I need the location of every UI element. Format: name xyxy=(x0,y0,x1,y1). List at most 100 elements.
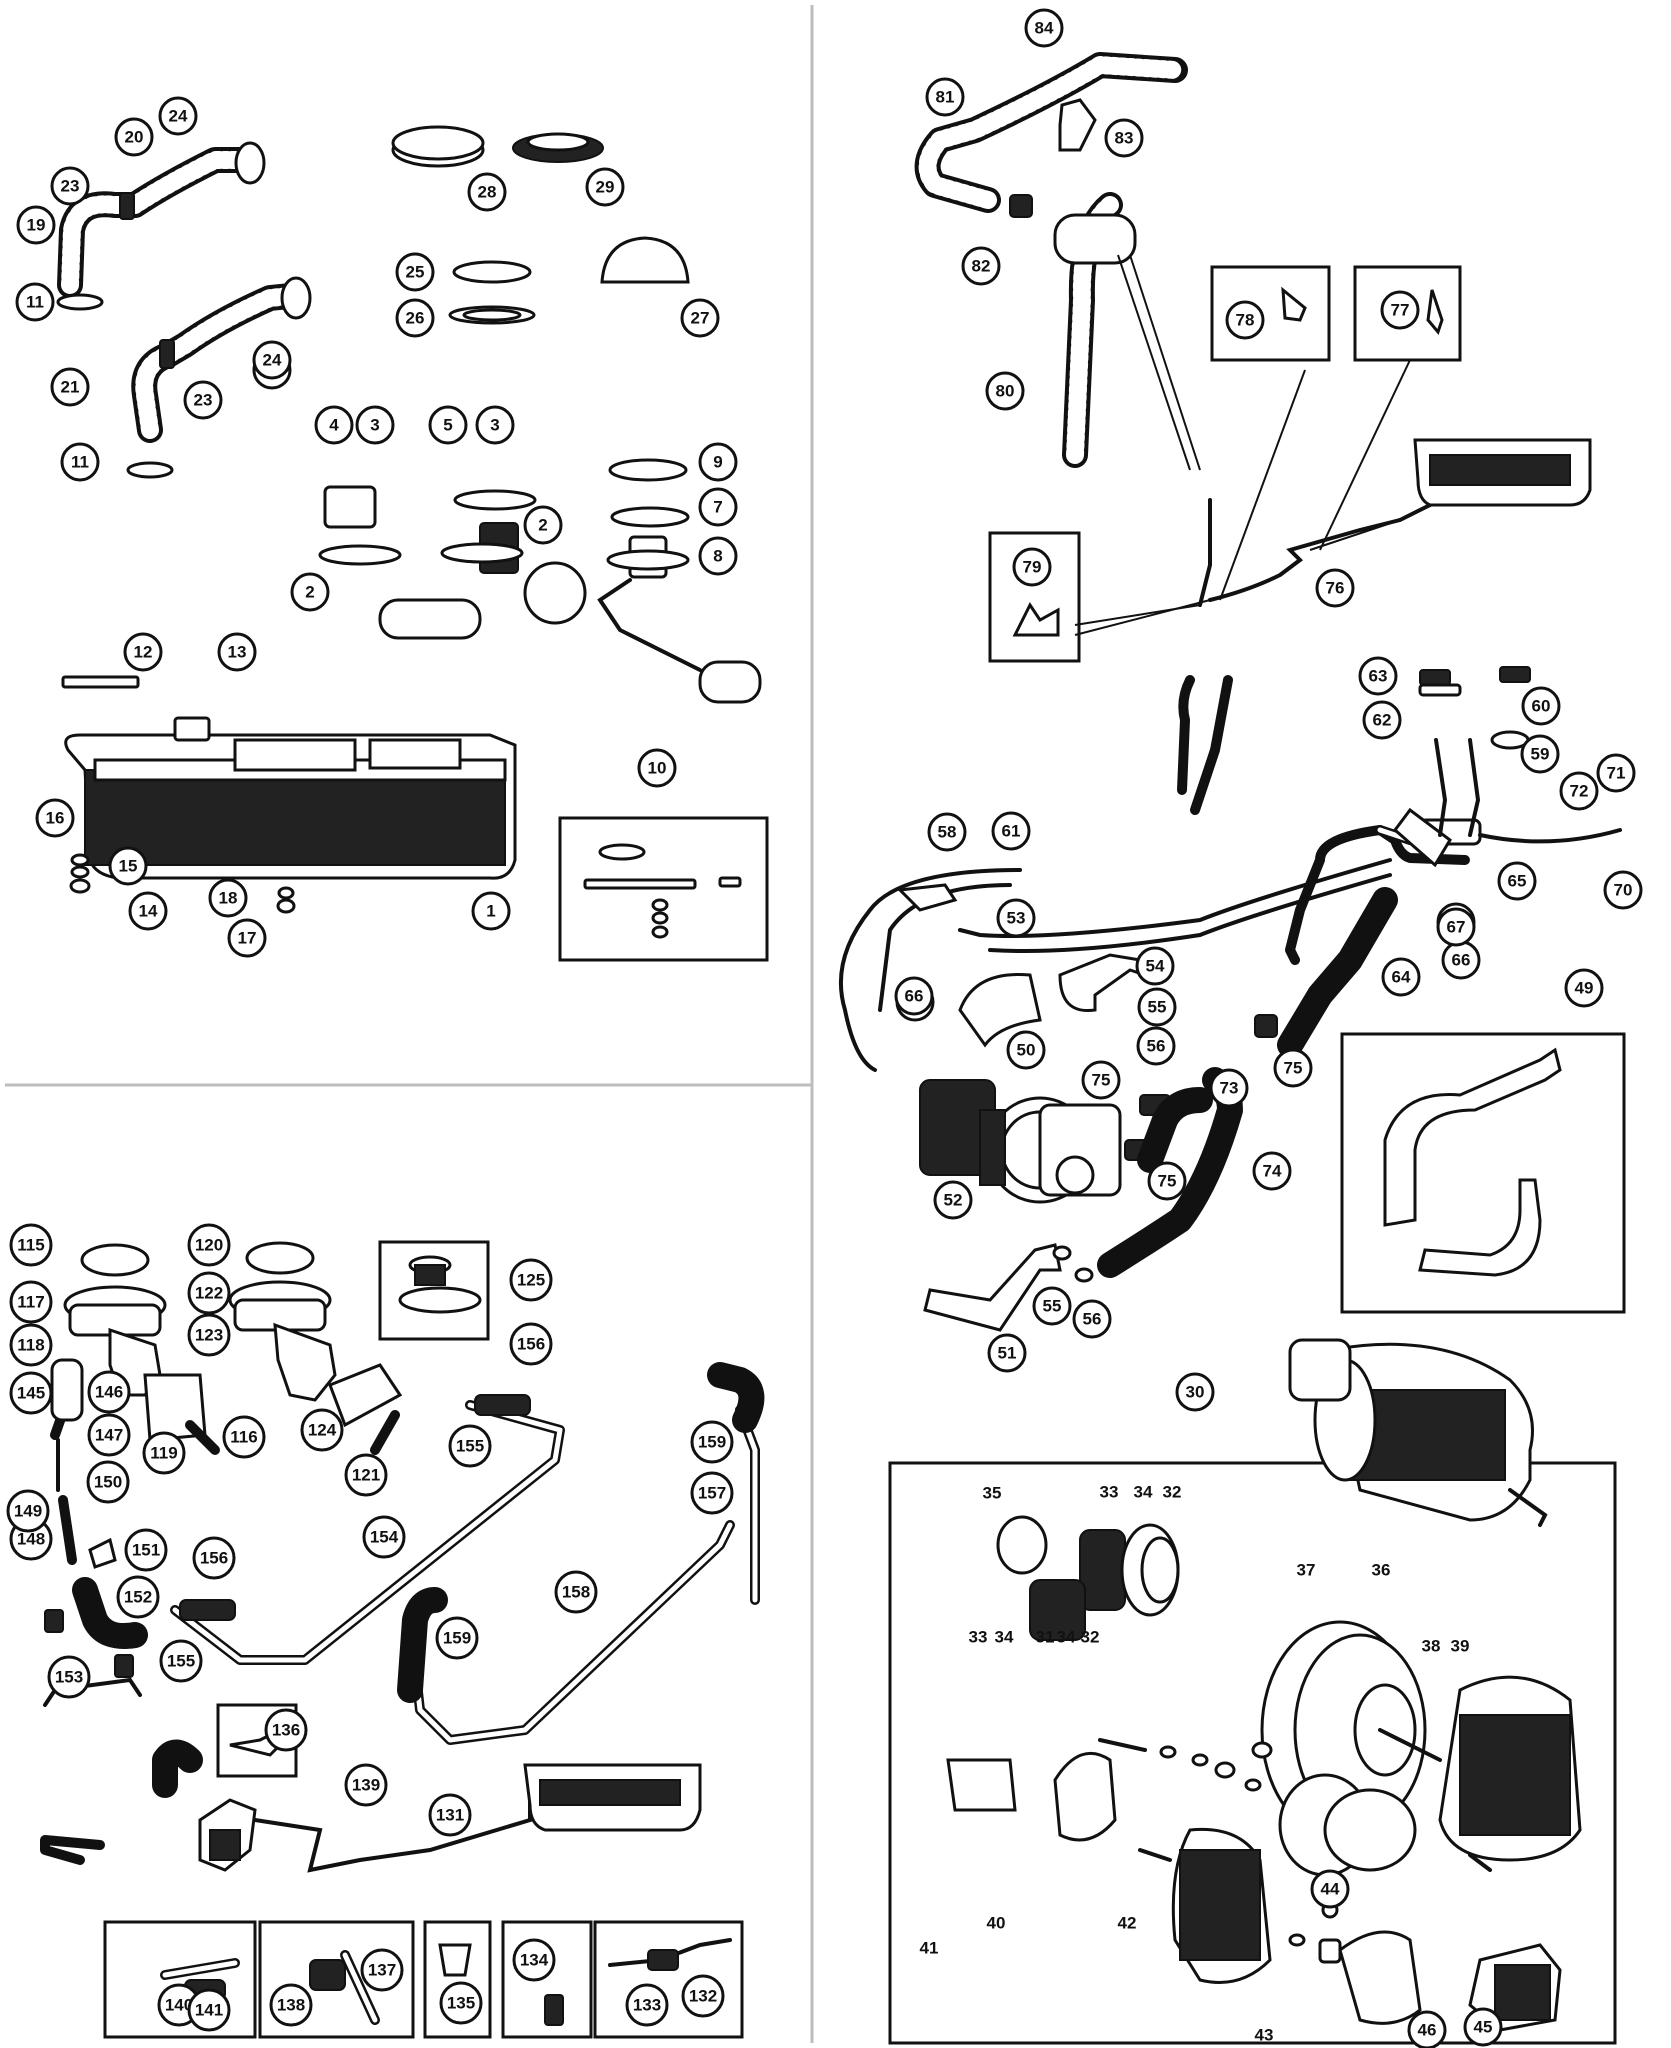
callout-73: 73 xyxy=(1209,1068,1249,1108)
callout-circle xyxy=(123,632,163,672)
callout-number: 140 xyxy=(165,1996,193,2015)
callout-circle xyxy=(290,572,330,612)
callout-11: 11 xyxy=(15,282,55,322)
callout-59: 59 xyxy=(1520,734,1560,774)
callout-number: 123 xyxy=(195,1326,223,1345)
callout-39: 39 xyxy=(1451,1637,1470,1656)
callout-circle xyxy=(681,1974,725,2018)
callout-23: 23 xyxy=(50,166,90,206)
callout-number: 32 xyxy=(1163,1483,1182,1502)
callout-circle xyxy=(637,748,677,788)
callout-135: 135 xyxy=(439,1981,483,2025)
callout-number: 42 xyxy=(1118,1914,1137,1933)
callout-number: 58 xyxy=(938,823,957,842)
callout-14: 14 xyxy=(128,891,168,931)
callout-32: 32 xyxy=(1081,1628,1100,1647)
callout-circle xyxy=(1032,1286,1072,1326)
callout-31: 31 xyxy=(1036,1628,1055,1647)
callout-number: 29 xyxy=(596,178,615,197)
callout-circle xyxy=(1381,957,1421,997)
callout-66: 66 xyxy=(1441,940,1481,980)
callout-13: 13 xyxy=(217,632,257,672)
callout-152: 152 xyxy=(116,1575,160,1619)
callout-circle xyxy=(1596,753,1636,793)
callout-number: 8 xyxy=(713,547,722,566)
callout-66: 66 xyxy=(894,976,934,1016)
callout-7: 7 xyxy=(698,487,738,527)
callout-23: 23 xyxy=(183,380,223,420)
callout-2: 2 xyxy=(290,572,330,612)
callout-circle xyxy=(9,1323,53,1367)
callout-number: 148 xyxy=(17,1530,45,1549)
callout-number: 34 xyxy=(995,1628,1014,1647)
callout-10: 10 xyxy=(637,748,677,788)
callout-number: 51 xyxy=(998,1344,1017,1363)
callout-circle xyxy=(395,252,435,292)
callout-circle xyxy=(1564,968,1604,1008)
callout-number: 77 xyxy=(1391,301,1410,320)
callout-circle xyxy=(1463,2007,1503,2047)
callout-circle xyxy=(50,367,90,407)
callout-63: 63 xyxy=(1358,656,1398,696)
callout-153: 153 xyxy=(47,1655,91,1699)
callout-circle xyxy=(116,1575,160,1619)
callout-122: 122 xyxy=(187,1271,231,1315)
callout-circle xyxy=(698,487,738,527)
callout-circle xyxy=(1380,290,1420,330)
callout-number: 81 xyxy=(936,88,955,107)
callout-circle xyxy=(475,405,515,445)
callout-circle xyxy=(360,1948,404,1992)
callout-30: 30 xyxy=(1175,1372,1215,1412)
callout-116: 116 xyxy=(222,1415,266,1459)
callout-circle xyxy=(1104,118,1144,158)
callout-circle xyxy=(50,166,90,206)
callout-circle xyxy=(264,1708,308,1752)
callout-50: 50 xyxy=(1006,1030,1046,1070)
callout-circle xyxy=(1006,1030,1046,1070)
callout-16: 16 xyxy=(35,798,75,838)
callout-20: 20 xyxy=(114,117,154,157)
callout-19: 19 xyxy=(16,205,56,245)
callout-49: 49 xyxy=(1564,968,1604,1008)
callout-circle xyxy=(1012,547,1052,587)
callout-32: 32 xyxy=(1163,1483,1182,1502)
callout-circle xyxy=(428,405,468,445)
callout-number: 10 xyxy=(648,759,667,778)
callout-11: 11 xyxy=(60,442,100,482)
callout-55: 55 xyxy=(1032,1286,1072,1326)
callout-circle xyxy=(187,1313,231,1357)
callout-circle xyxy=(509,1258,553,1302)
callout-circle xyxy=(6,1489,50,1533)
callout-34: 34 xyxy=(1057,1628,1076,1647)
callout-number: 146 xyxy=(95,1383,123,1402)
callout-4: 4 xyxy=(314,405,354,445)
callout-number: 157 xyxy=(698,1484,726,1503)
callout-circle xyxy=(142,1431,186,1475)
callout-149: 149 xyxy=(6,1489,50,1533)
callout-number: 43 xyxy=(1255,2026,1274,2045)
callout-35: 35 xyxy=(983,1484,1002,1503)
callout-159: 159 xyxy=(435,1616,479,1660)
callout-number: 5 xyxy=(443,416,452,435)
callout-number: 84 xyxy=(1035,19,1054,38)
callout-circle xyxy=(1147,1161,1187,1201)
callout-number: 147 xyxy=(95,1426,123,1445)
callout-118: 118 xyxy=(9,1323,53,1367)
callout-150: 150 xyxy=(86,1460,130,1504)
callout-circle xyxy=(15,282,55,322)
callout-24: 24 xyxy=(252,340,292,380)
callout-46: 46 xyxy=(1407,2010,1447,2048)
callout-circle xyxy=(187,1988,231,2032)
callout-number: 66 xyxy=(1452,951,1471,970)
callout-number: 82 xyxy=(972,257,991,276)
callout-circle xyxy=(87,1370,131,1414)
callout-circle xyxy=(300,1408,344,1452)
callout-circle xyxy=(183,380,223,420)
callout-circle xyxy=(1137,987,1177,1027)
callout-151: 151 xyxy=(124,1528,168,1572)
callout-number: 154 xyxy=(370,1528,399,1547)
callout-number: 56 xyxy=(1147,1037,1166,1056)
callout-155: 155 xyxy=(159,1639,203,1683)
callout-circle xyxy=(585,167,625,207)
callout-number: 73 xyxy=(1220,1079,1239,1098)
